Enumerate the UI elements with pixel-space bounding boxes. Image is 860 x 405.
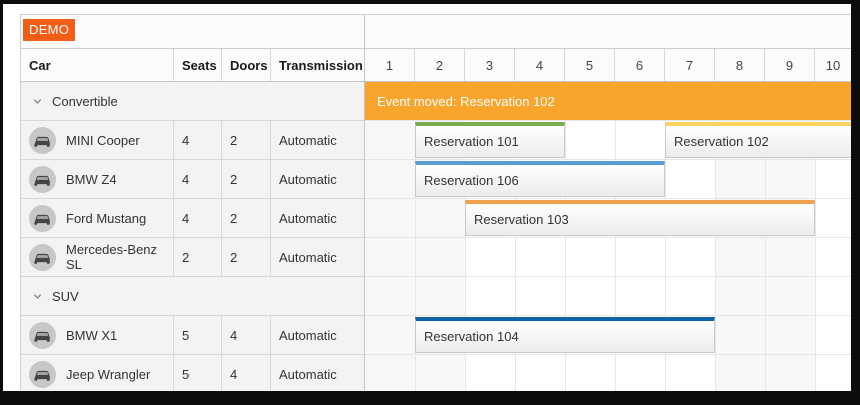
transmission-cell: Automatic	[279, 210, 337, 226]
transmission-cell: Automatic	[279, 366, 337, 382]
column-header-seats: Seats	[174, 49, 222, 81]
seats-cell: 4	[174, 121, 222, 159]
transmission-cell: Automatic	[279, 171, 337, 187]
timeline-panel: 1 2 3 4 5 6 7 8 9 10 Event moved: Reserv…	[365, 15, 851, 391]
frame-border-bottom	[0, 391, 860, 405]
car-row-mini-cooper: MINI Cooper 4 2 Automatic	[21, 121, 364, 160]
day-header-cell[interactable]: 10	[825, 57, 841, 73]
timeline-row-mercedes-benz-sl[interactable]	[365, 238, 851, 277]
car-row-jeep-wrangler: Jeep Wrangler 5 4 Automatic	[21, 355, 364, 391]
column-header-doors: Doors	[222, 49, 271, 81]
car-icon	[29, 165, 56, 193]
day-header-cell[interactable]: 2	[415, 49, 465, 81]
timeline-row-convertible: Event moved: Reservation 102	[365, 82, 851, 121]
notification-bar: Event moved: Reservation 102	[365, 82, 851, 120]
transmission-cell: Automatic	[279, 249, 337, 265]
timeline-row-bmw-z4[interactable]: Reservation 106	[365, 160, 851, 199]
event-reservation-104[interactable]: Reservation 104	[415, 317, 715, 353]
doors-cell: 4	[222, 355, 271, 391]
timeline-row-suv[interactable]	[365, 277, 851, 316]
column-header-transmission: Transmission	[279, 57, 363, 73]
day-header-cell[interactable]: 7	[665, 49, 715, 81]
group-label: Convertible	[52, 93, 118, 109]
car-icon	[29, 360, 56, 388]
column-header-row: Car Seats Doors Transmission	[21, 49, 364, 82]
day-header-cell[interactable]: 6	[615, 49, 665, 81]
car-row-bmw-x1: BMW X1 5 4 Automatic	[21, 316, 364, 355]
car-name-cell: BMW X1	[21, 316, 174, 354]
column-header-car: Car	[21, 49, 174, 81]
car-row-mercedes-benz-sl: Mercedes-Benz SL 2 2 Automatic	[21, 238, 364, 277]
car-icon	[29, 126, 56, 154]
demo-badge[interactable]: DEMO	[23, 19, 76, 41]
car-icon	[29, 204, 56, 232]
group-row-suv[interactable]: SUV	[21, 277, 364, 316]
timeline-day-header-row: 1 2 3 4 5 6 7 8 9 10	[365, 49, 851, 82]
frame-border-right	[851, 0, 860, 405]
car-name-cell: BMW Z4	[21, 160, 174, 198]
car-name-cell: Mercedes-Benz SL	[21, 238, 174, 276]
seats-cell: 4	[174, 199, 222, 237]
grid-lines	[365, 238, 851, 276]
car-name-cell: Jeep Wrangler	[21, 355, 174, 391]
timeline-row-bmw-x1[interactable]: Reservation 104	[365, 316, 851, 355]
doors-cell: 2	[222, 160, 271, 198]
car-name: Ford Mustang	[66, 210, 147, 226]
car-name: MINI Cooper	[66, 132, 140, 148]
transmission-cell: Automatic	[279, 132, 337, 148]
seats-cell: 4	[174, 160, 222, 198]
car-name-cell: Ford Mustang	[21, 199, 174, 237]
timeline-row-jeep-wrangler[interactable]	[365, 355, 851, 391]
timeline-row-ford-mustang[interactable]: Reservation 103	[365, 199, 851, 238]
doors-cell: 2	[222, 199, 271, 237]
car-icon	[29, 321, 56, 349]
frame-border-left	[0, 0, 3, 405]
car-name: Mercedes-Benz SL	[66, 242, 158, 272]
corner-cell: DEMO	[21, 15, 364, 49]
doors-cell: 4	[222, 316, 271, 354]
timeline-header-band	[365, 15, 851, 49]
row-header-panel: DEMO Car Seats Doors Transmission Conver…	[21, 15, 365, 391]
car-name-cell: MINI Cooper	[21, 121, 174, 159]
scheduler: DEMO Car Seats Doors Transmission Conver…	[20, 14, 851, 391]
car-name: Jeep Wrangler	[66, 366, 151, 382]
event-reservation-103[interactable]: Reservation 103	[465, 200, 815, 236]
car-name: BMW X1	[66, 327, 118, 343]
event-reservation-101[interactable]: Reservation 101	[415, 122, 565, 158]
seats-cell: 5	[174, 355, 222, 391]
day-header-cell[interactable]: 9	[765, 49, 815, 81]
timeline-row-mini-cooper[interactable]: Reservation 101 Reservation 102	[365, 121, 851, 160]
group-label: SUV	[52, 288, 79, 304]
group-row-convertible[interactable]: Convertible	[21, 82, 364, 121]
day-header-cell[interactable]: 3	[465, 49, 515, 81]
car-row-bmw-z4: BMW Z4 4 2 Automatic	[21, 160, 364, 199]
seats-cell: 5	[174, 316, 222, 354]
grid-lines	[365, 355, 851, 391]
event-reservation-106[interactable]: Reservation 106	[415, 161, 665, 197]
chevron-down-icon[interactable]	[32, 96, 43, 107]
car-icon	[29, 243, 56, 271]
day-header-cell[interactable]: 8	[715, 49, 765, 81]
event-reservation-102[interactable]: Reservation 102	[665, 122, 851, 158]
doors-cell: 2	[222, 238, 271, 276]
day-header-cell[interactable]: 5	[565, 49, 615, 81]
seats-cell: 2	[174, 238, 222, 276]
grid-lines	[365, 277, 851, 315]
car-name: BMW Z4	[66, 171, 117, 187]
day-header-cell[interactable]: 1	[365, 49, 415, 81]
day-header-cell[interactable]: 4	[515, 49, 565, 81]
chevron-down-icon[interactable]	[32, 291, 43, 302]
frame-border-top	[0, 0, 860, 4]
transmission-cell: Automatic	[279, 327, 337, 343]
doors-cell: 2	[222, 121, 271, 159]
car-row-ford-mustang: Ford Mustang 4 2 Automatic	[21, 199, 364, 238]
